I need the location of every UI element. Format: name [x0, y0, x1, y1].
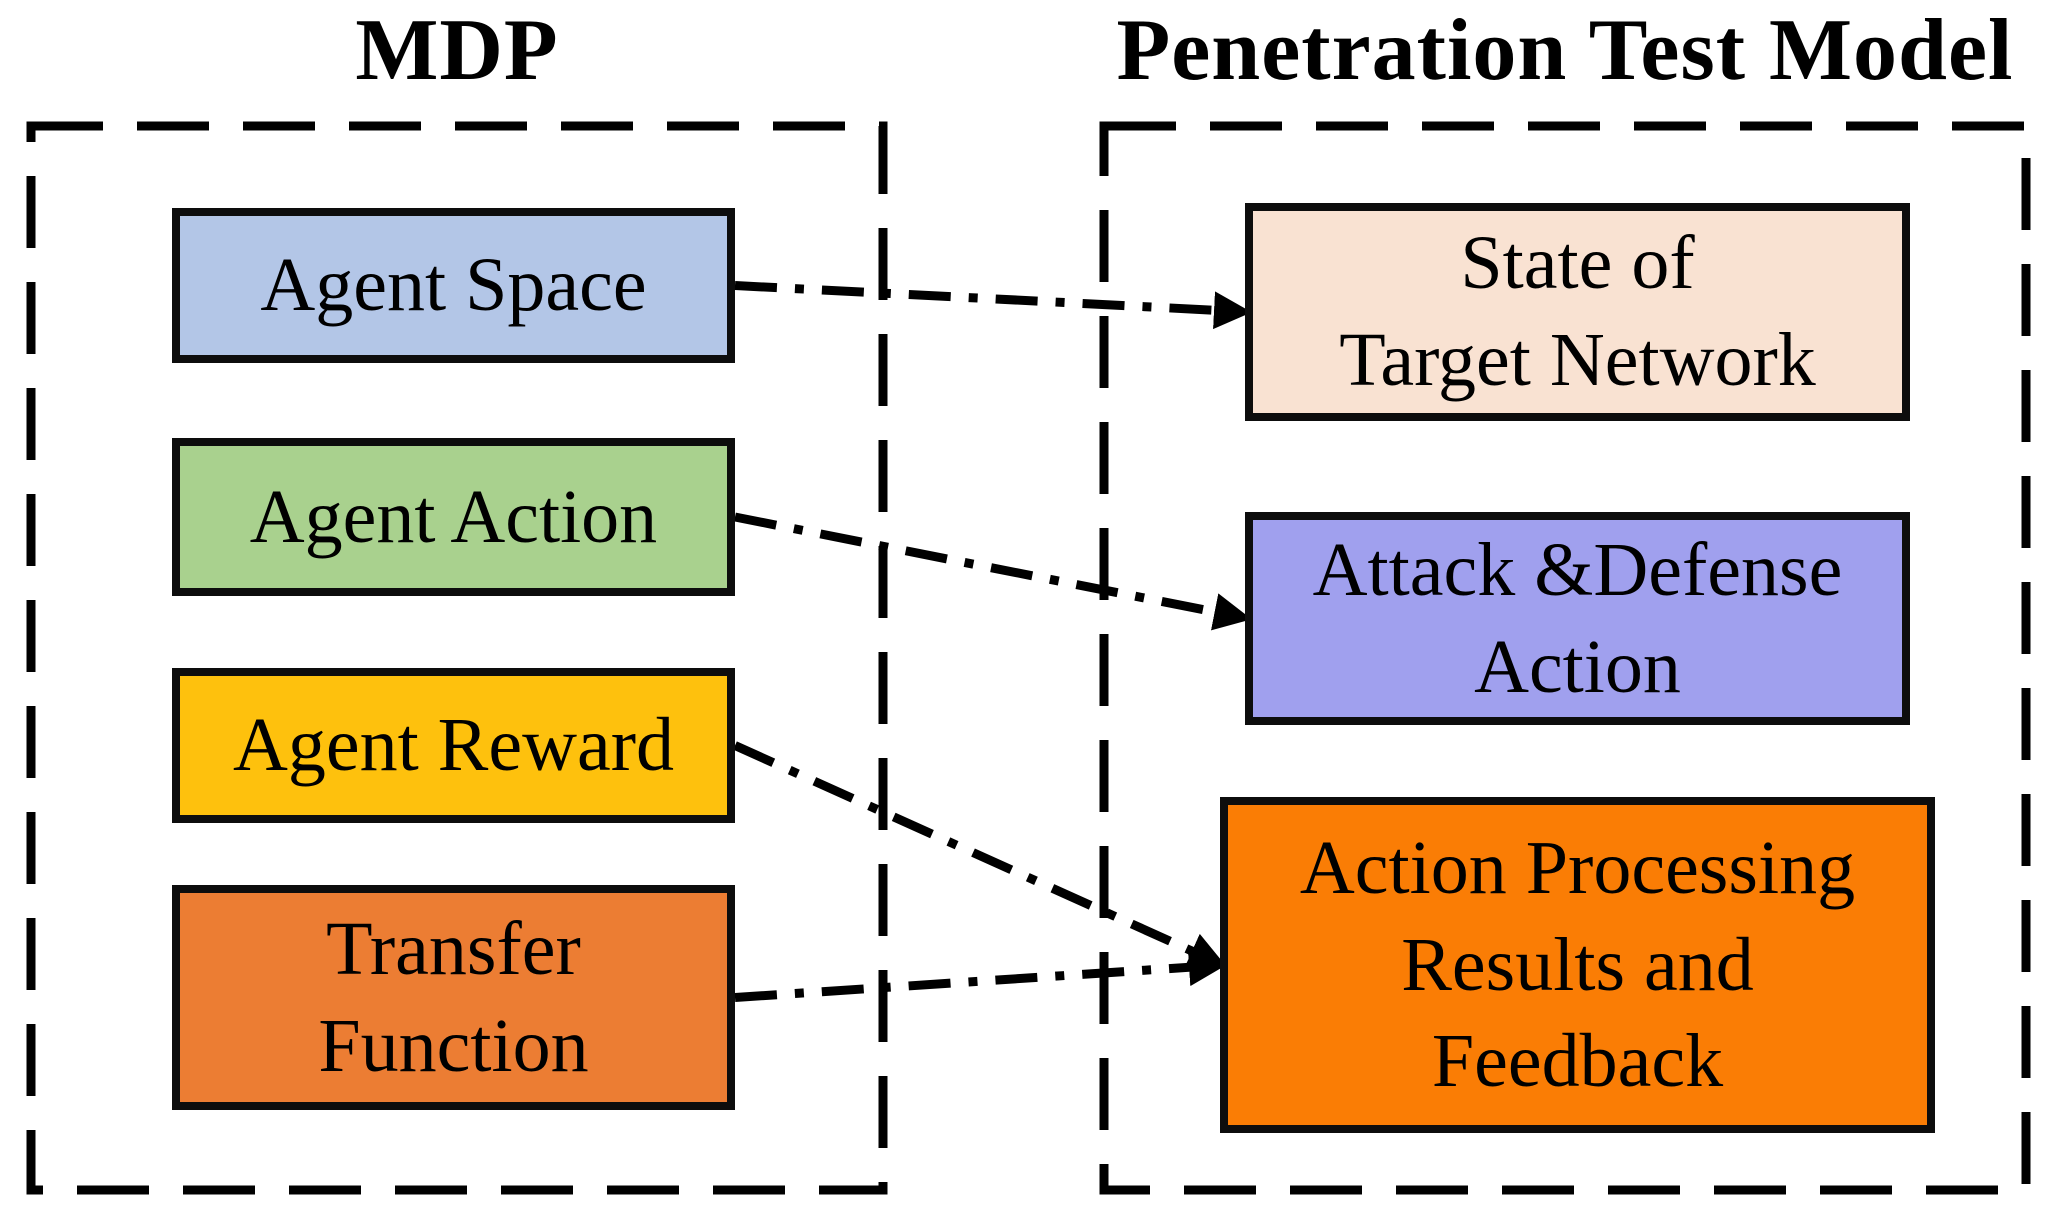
pentest-dashed-container [1099, 121, 2031, 1195]
node-state-of-target-network: State of Target Network [1245, 203, 1910, 421]
mdp-title: MDP [355, 2, 559, 99]
mdp-dashed-container [26, 121, 888, 1195]
arrow-agent-reward-to-action-processing [733, 741, 1227, 970]
node-attack-defense-action: Attack &Defense Action [1245, 512, 1910, 725]
node-agent-action: Agent Action [172, 438, 735, 596]
arrow-agent-action-to-attack-defense-action [734, 512, 1252, 631]
penetration-test-model-title: Penetration Test Model [1116, 2, 2014, 99]
arrow-transfer-function-to-action-processing [734, 948, 1227, 1002]
arrow-agent-space-to-state-of-target-network [734, 281, 1252, 330]
arrow-layer [733, 281, 1252, 1002]
node-agent-reward: Agent Reward [172, 668, 735, 823]
node-action-processing-results-feedback: Action Processing Results and Feedback [1220, 797, 1935, 1133]
node-agent-space: Agent Space [172, 208, 735, 363]
node-transfer-function: Transfer Function [172, 885, 735, 1110]
